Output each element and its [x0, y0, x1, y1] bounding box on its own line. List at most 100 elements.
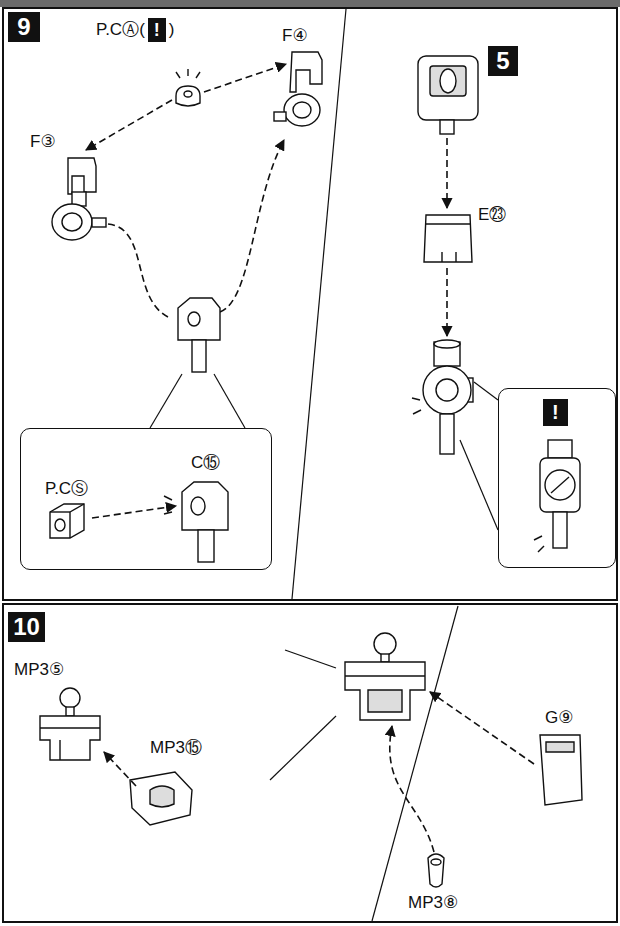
inset-parts [191, 497, 205, 515]
dashed-arrow [108, 224, 170, 318]
joint-part [412, 340, 473, 454]
inset-front-view [534, 536, 542, 540]
dashed-arrow [86, 64, 286, 318]
inset-front-view [534, 440, 580, 552]
step-reference: 5 [488, 46, 518, 76]
step-label: 9 [17, 15, 30, 39]
part-5 [440, 69, 456, 93]
part-f4 [290, 52, 322, 92]
part-f3 [68, 158, 96, 194]
inset-parts [50, 504, 84, 538]
dashed-arrow [446, 268, 448, 336]
polycap-a-part [184, 91, 192, 97]
inset-parts [69, 512, 70, 538]
inset-front-view [545, 470, 575, 500]
assembled-part [374, 633, 396, 655]
part-5 [440, 120, 454, 134]
part-name: C⑮ [191, 453, 220, 473]
inset-parts [70, 504, 84, 512]
callout-leader [285, 650, 336, 668]
part-name: F④ [282, 26, 308, 46]
part-name: G⑨ [545, 708, 573, 728]
part-e23 [426, 223, 470, 224]
page-frame [0, 0, 620, 7]
page-frame [3, 604, 617, 922]
dashed-arrow [104, 752, 136, 786]
inset-parts [55, 519, 65, 531]
step-label: 5 [496, 49, 509, 73]
part-f3 [52, 204, 92, 240]
step-number: 9 [8, 12, 40, 42]
part-5 [430, 66, 466, 96]
part-f3 [92, 218, 106, 227]
part-f4 [274, 112, 286, 121]
part-c15 [188, 312, 200, 326]
assembled-part [345, 662, 425, 720]
dashed-arrow [104, 752, 136, 786]
joint-part [434, 340, 460, 348]
part-name: E㉓ [478, 205, 506, 225]
assembled-part [345, 633, 425, 720]
part-f3 [62, 213, 82, 231]
polycap-a-part [187, 69, 188, 76]
part-e23 [424, 215, 472, 262]
step-number: 10 [8, 612, 45, 642]
part-g9 [540, 735, 582, 805]
assembled-part [381, 654, 389, 662]
dashed-arrow [204, 64, 286, 92]
part-name: ) [169, 20, 175, 40]
part-mp3-15 [130, 772, 192, 825]
part-e23 [424, 215, 472, 262]
part-g9 [546, 742, 574, 752]
inset-parts [182, 482, 228, 530]
part-mp3-8 [428, 854, 444, 887]
part-name: MP3⑤ [14, 660, 64, 680]
dashed-arrow [446, 138, 448, 208]
part-5 [418, 56, 478, 120]
part-mp3-5 [59, 740, 60, 760]
inset-front-view [551, 477, 569, 493]
part-mp3-15 [130, 772, 192, 825]
part-name: MP3⑮ [150, 738, 202, 758]
page-frame [372, 606, 458, 921]
callout-leader [214, 374, 245, 428]
step-label: ! [154, 21, 160, 39]
part-mp3-5 [66, 707, 74, 716]
part-e23 [455, 252, 456, 262]
part-mp3-15 [150, 786, 174, 807]
detail-inset: C⑮ P.CⓈ [20, 428, 272, 570]
callout-leader [150, 374, 182, 428]
part-f4 [284, 94, 320, 126]
part-f4 [274, 52, 322, 126]
page-frame [3, 8, 617, 600]
dashed-arrow [390, 692, 534, 852]
inset-parts [50, 511, 70, 512]
part-name: P.CⒶ( [96, 20, 145, 40]
part-mp3-8 [431, 859, 441, 865]
part-e23 [441, 252, 442, 262]
callout-leader [474, 382, 498, 400]
inset-parts [198, 530, 214, 562]
inset-front-view [538, 546, 544, 552]
part-5 [418, 56, 478, 134]
part-mp3-5 [40, 688, 100, 760]
polycap-a-part [176, 86, 200, 106]
dashed-arrow [430, 692, 534, 764]
part-name: P.CⓈ [45, 479, 88, 499]
part-mp3-5 [40, 716, 100, 760]
joint-part [413, 410, 421, 414]
callout-leader [460, 382, 498, 530]
polycap-a-part [176, 69, 200, 106]
inset-front-view [540, 458, 580, 512]
part-name: ! [543, 399, 568, 426]
dashed-arrow [220, 140, 284, 312]
part-c15 [178, 298, 220, 340]
step-label: 10 [13, 615, 40, 639]
part-mp3-5 [60, 688, 80, 708]
part-f4 [293, 102, 311, 118]
caution-mark: ! [148, 18, 166, 42]
callout-leader [460, 440, 498, 530]
inset-front-view [553, 512, 567, 548]
